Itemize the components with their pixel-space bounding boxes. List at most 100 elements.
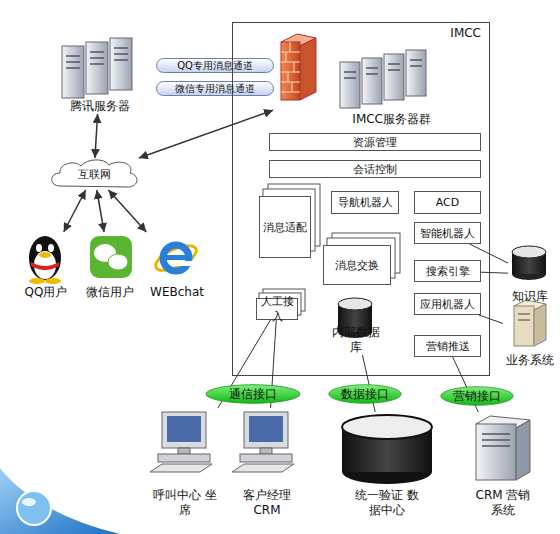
node-label: 互联网 — [78, 167, 111, 182]
qq-penguin — [48, 244, 54, 252]
server-icon — [482, 434, 510, 446]
firewall-icon — [281, 34, 316, 100]
firewall-icon — [300, 38, 316, 100]
ie-icon — [152, 241, 199, 276]
connector — [97, 190, 104, 232]
qq-penguin — [29, 236, 61, 284]
node-label: 微信用户 — [86, 285, 134, 300]
computer-icon — [167, 416, 201, 442]
qq-penguin — [29, 278, 45, 284]
interface-ellipse: 数据接口 — [328, 384, 402, 404]
server-group: 腾讯服务器 — [55, 32, 145, 114]
connector — [470, 244, 508, 263]
module-box: 应用机器人 — [414, 293, 481, 315]
ie-icon — [163, 245, 189, 271]
node-label: 导航机器人 — [338, 195, 393, 210]
connector — [481, 272, 508, 274]
qq-penguin — [31, 262, 59, 270]
database-cylinder — [512, 246, 546, 258]
server-rack — [362, 58, 382, 104]
node-label: 营销接口 — [453, 389, 501, 404]
corner-swoosh — [17, 491, 51, 525]
server-icon — [518, 314, 530, 320]
interface-ellipse: 营销接口 — [440, 386, 514, 406]
corner-swoosh — [0, 468, 120, 534]
connector — [95, 114, 98, 158]
module-box: ACD — [414, 191, 481, 214]
database-cylinder — [342, 415, 432, 484]
server-icon — [516, 420, 530, 480]
node-label: ACD — [436, 195, 459, 210]
connector — [271, 320, 277, 408]
computer-icon — [150, 464, 212, 472]
node-label: 统一验证 数据中心 — [355, 488, 419, 518]
node-label: QQ专用消息通道 — [177, 60, 253, 72]
computer-icon — [158, 454, 210, 462]
module-stack: 消息适配 — [259, 196, 311, 258]
node-label: 数据接口 — [341, 387, 389, 402]
node-label: 业务系统 — [506, 353, 554, 368]
connector — [362, 355, 375, 412]
server-icon: 业务系统 — [503, 298, 557, 368]
data-center: 统一验证 数据中心 — [340, 412, 434, 518]
ellipse-outline — [441, 387, 514, 406]
connector — [139, 110, 273, 158]
module-box: 资源管理 — [269, 133, 481, 151]
connector — [64, 190, 86, 232]
qq-penguin — [45, 278, 61, 284]
node-label: WEBchat — [150, 285, 204, 300]
qq-penguin — [39, 252, 51, 258]
server-rack — [86, 42, 108, 94]
computer-icon — [249, 416, 283, 442]
computer-icon — [260, 448, 272, 454]
node-label: 微信专用消息通道 — [175, 83, 255, 95]
computer-icon — [232, 464, 294, 472]
firewall-icon — [281, 42, 300, 100]
agent-terminal: 客户经理 CRM — [234, 408, 300, 518]
computer-icon — [178, 448, 190, 454]
agent-terminal: 呼叫中心 坐席 — [152, 408, 218, 518]
qq-penguin — [36, 244, 42, 252]
database: 知识库 — [508, 244, 552, 304]
wechat-icon — [90, 236, 132, 278]
node-label: 呼叫中心 坐席 — [153, 488, 217, 518]
server-rack — [384, 54, 404, 100]
database-cylinder — [338, 298, 372, 310]
server-rack — [110, 38, 132, 90]
server-rack — [62, 38, 132, 98]
node-label: 智能机器人 — [420, 226, 475, 241]
computer-icon — [150, 412, 212, 472]
module-box: 搜索引擎 — [414, 260, 481, 282]
firewall-icon — [281, 42, 300, 92]
computer-icon — [162, 412, 206, 448]
connector — [453, 357, 479, 412]
database: 内部数据库 — [327, 297, 385, 355]
channel-pill: 微信专用消息通道 — [156, 81, 274, 96]
ellipse-outline — [329, 385, 402, 404]
module-box: 智能机器人 — [414, 222, 481, 244]
node-label: 人工接入 — [257, 294, 297, 324]
user-channel: WEBchat — [146, 232, 208, 300]
node-label: 消息适配 — [263, 220, 307, 235]
node-label: 客户经理 CRM — [235, 488, 299, 518]
node-label: 应用机器人 — [420, 297, 475, 312]
server-rack — [66, 48, 128, 68]
server-icon: CRM 营销系统 — [466, 412, 540, 518]
server-icon — [534, 304, 546, 346]
module-box: 导航机器人 — [331, 191, 399, 214]
wechat-icon — [90, 236, 132, 278]
node-label: 会话控制 — [353, 162, 397, 177]
corner-swoosh — [22, 498, 36, 506]
node-label: 消息交换 — [335, 258, 379, 273]
node-label: 腾讯服务器 — [70, 99, 130, 114]
module-box: 会话控制 — [269, 160, 481, 178]
node-label: QQ用户 — [25, 285, 68, 300]
ie-icon — [163, 255, 189, 260]
server-rack — [344, 60, 422, 78]
ie-icon — [152, 241, 199, 276]
server-icon — [514, 306, 534, 346]
connector — [108, 190, 146, 232]
ie-icon — [178, 261, 194, 266]
module-stack: 消息交换 — [323, 245, 391, 285]
